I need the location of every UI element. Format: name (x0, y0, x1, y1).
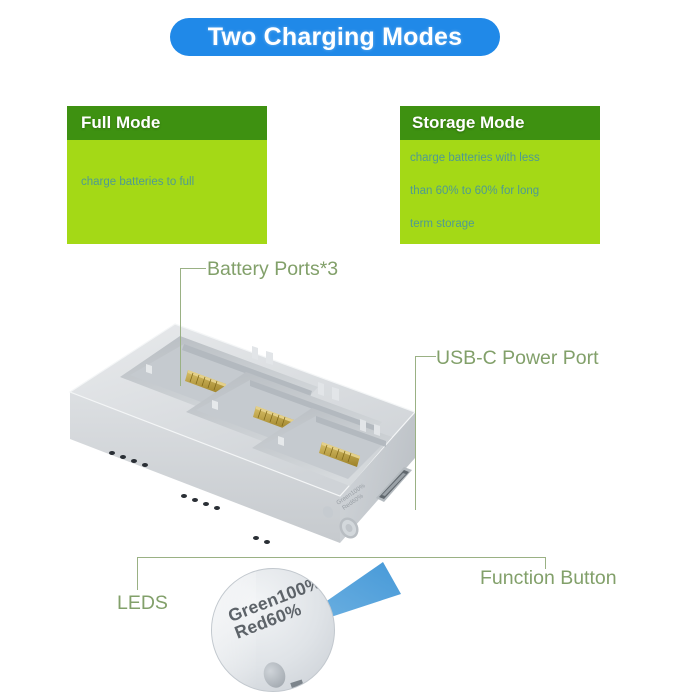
mode-card-storage-line-3: term storage (410, 218, 475, 231)
mode-card-full-title: Full Mode (67, 106, 267, 140)
magnifier-lens: Green100% Red60% (211, 568, 335, 692)
leader-line-function-button-vertical (545, 557, 546, 569)
charger-right-face (340, 412, 415, 543)
led-indicators (109, 451, 270, 544)
battery-contact-pins-3 (319, 442, 360, 467)
mode-card-storage-body: charge batteries with less than 60% to 6… (400, 140, 600, 244)
page-title: Two Charging Modes (170, 18, 500, 56)
leader-line-leds-vertical (137, 557, 138, 590)
charger-device-illustration: Green100% Red60% (68, 323, 417, 544)
callout-usb-c-power-port: USB-C Power Port (436, 347, 599, 369)
lens-sheen (212, 569, 256, 691)
leader-line-battery-ports-horizontal (180, 268, 206, 269)
usb-c-port (376, 467, 412, 502)
mode-card-storage-title: Storage Mode (400, 106, 600, 140)
battery-bay-3 (252, 408, 392, 486)
led-row-2 (181, 494, 220, 510)
charger-front-face (70, 392, 340, 543)
function-button[interactable] (336, 514, 363, 542)
leader-line-usb-c-horizontal (415, 356, 436, 357)
callout-battery-ports: Battery Ports*3 (207, 258, 339, 280)
callout-function-button: Function Button (480, 567, 617, 589)
mode-card-full-line-1: charge batteries to full (81, 176, 195, 188)
leader-line-battery-ports-vertical (180, 268, 181, 386)
led-row-3 (253, 536, 270, 544)
button-nub (322, 506, 334, 518)
mode-card-storage-line-1: charge batteries with less (410, 152, 540, 164)
leader-line-bottom-horizontal (137, 557, 546, 558)
led-row-1 (109, 451, 148, 467)
battery-contact-pins-1 (185, 370, 226, 395)
leader-line-usb-c-vertical (415, 356, 416, 510)
magnified-function-button (260, 659, 289, 691)
mode-card-full: Full Mode charge batteries to full (67, 106, 267, 244)
battery-contact-pins-2 (253, 406, 294, 431)
callout-leds: LEDS (117, 592, 168, 614)
mode-card-storage-line-2: than 60% to 60% for long (410, 185, 540, 198)
mode-card-full-body: charge batteries to full (67, 140, 267, 244)
mode-card-storage: Storage Mode charge batteries with less … (400, 106, 600, 244)
